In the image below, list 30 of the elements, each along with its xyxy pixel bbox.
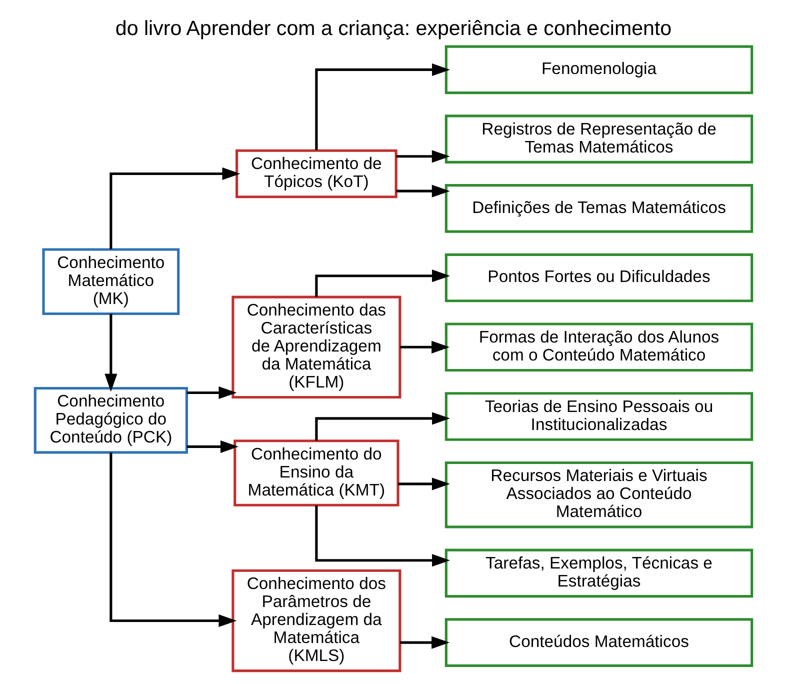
arrow <box>110 452 237 628</box>
arrow <box>400 636 450 649</box>
node-box: Registros de Representação de Temas Matemáticos <box>444 114 754 164</box>
arrow <box>400 340 450 354</box>
node-box: Fenomenologia <box>444 45 754 94</box>
arrow <box>186 440 238 453</box>
arrow <box>315 270 450 297</box>
node-box: Teorias de Ensino Pessoais ou Institucionalizadas <box>444 392 754 441</box>
arrow <box>186 386 237 400</box>
node-box: Pontos Fortes ou Dificuldades <box>444 253 754 302</box>
node-box: Conteúdos Matemáticos <box>444 618 754 667</box>
node-box: Formas de Interação dos Alunos com o Conteúdo Matemático <box>444 322 754 372</box>
node-box: Tarefas, Exemplos, Técnicas e Estratégias <box>444 548 754 598</box>
node-box: Conhecimento Matemático (MK) <box>42 248 180 316</box>
arrow <box>110 167 240 250</box>
node-box: Conhecimento das Características de Aprendizagem da Matemática (KFLM) <box>232 296 402 399</box>
arrow <box>396 184 450 198</box>
node-box: Conhecimento Pedagógico do Conteúdo (PCK) <box>34 386 188 454</box>
diagram-title: do livro Aprender com a criança: experiência e conhecimento <box>115 16 672 40</box>
arrow <box>315 63 450 150</box>
node-box: Recursos Materiais e Virtuais Associados ao Conteúdo Matemático <box>444 461 754 528</box>
node-box: Conhecimento do Ensino da Matemática (KMT) <box>234 440 400 506</box>
arrow <box>104 314 118 392</box>
arrow <box>396 150 450 163</box>
node-box: Conhecimento dos Parâmetros de Aprendizagem da Matemática (KMLS) <box>232 569 402 672</box>
arrow <box>315 506 450 567</box>
arrow <box>315 412 450 441</box>
node-box: Conhecimento de Tópicos (KoT) <box>236 149 398 198</box>
arrow <box>398 478 450 490</box>
node-box: Definições de Temas Matemáticos <box>444 184 754 233</box>
